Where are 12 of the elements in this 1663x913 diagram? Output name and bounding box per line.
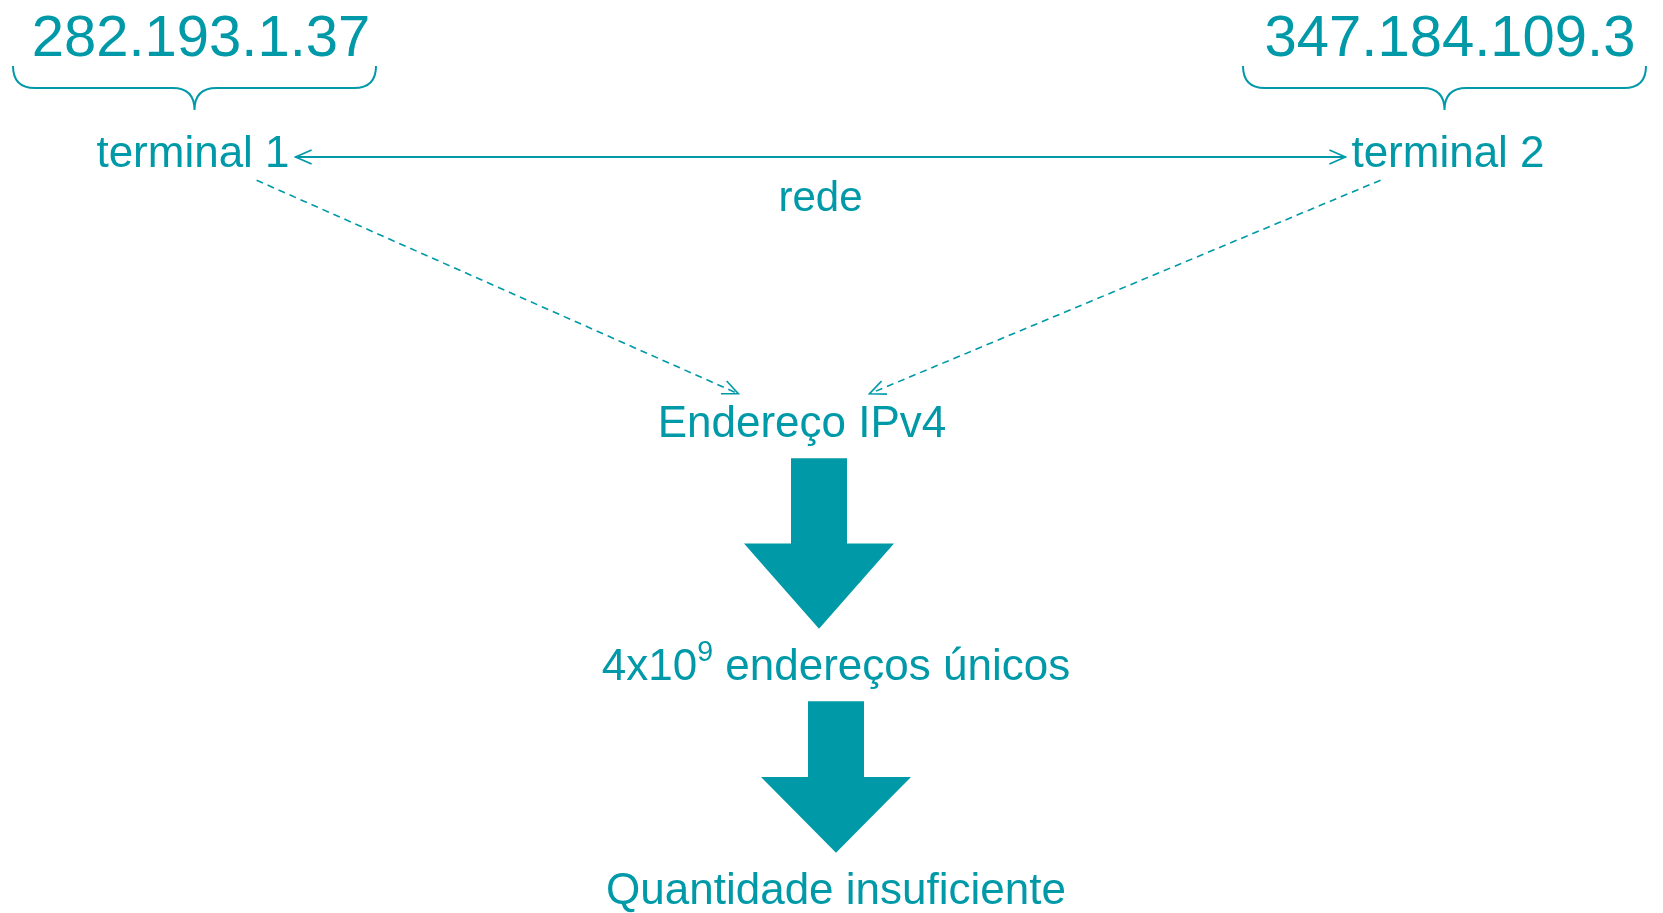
dashed-arrow [868,179,1382,395]
terminal-label: terminal 2 [1351,127,1545,177]
node-label: Endereço IPv4 [657,397,947,447]
block-arrow [761,701,911,853]
ip-address: 282.193.1.37 [31,4,371,68]
node-label: 4x10$^{9}$ endereços únicos [601,640,1071,690]
node-label: Quantidade insuficiente [606,864,1066,913]
ip-address: 347.184.109.3 [1264,4,1636,68]
dashed-arrow [255,179,740,395]
terminal-label: terminal 1 [96,127,290,177]
double-arrow [294,149,1347,165]
block-arrow [744,458,894,629]
